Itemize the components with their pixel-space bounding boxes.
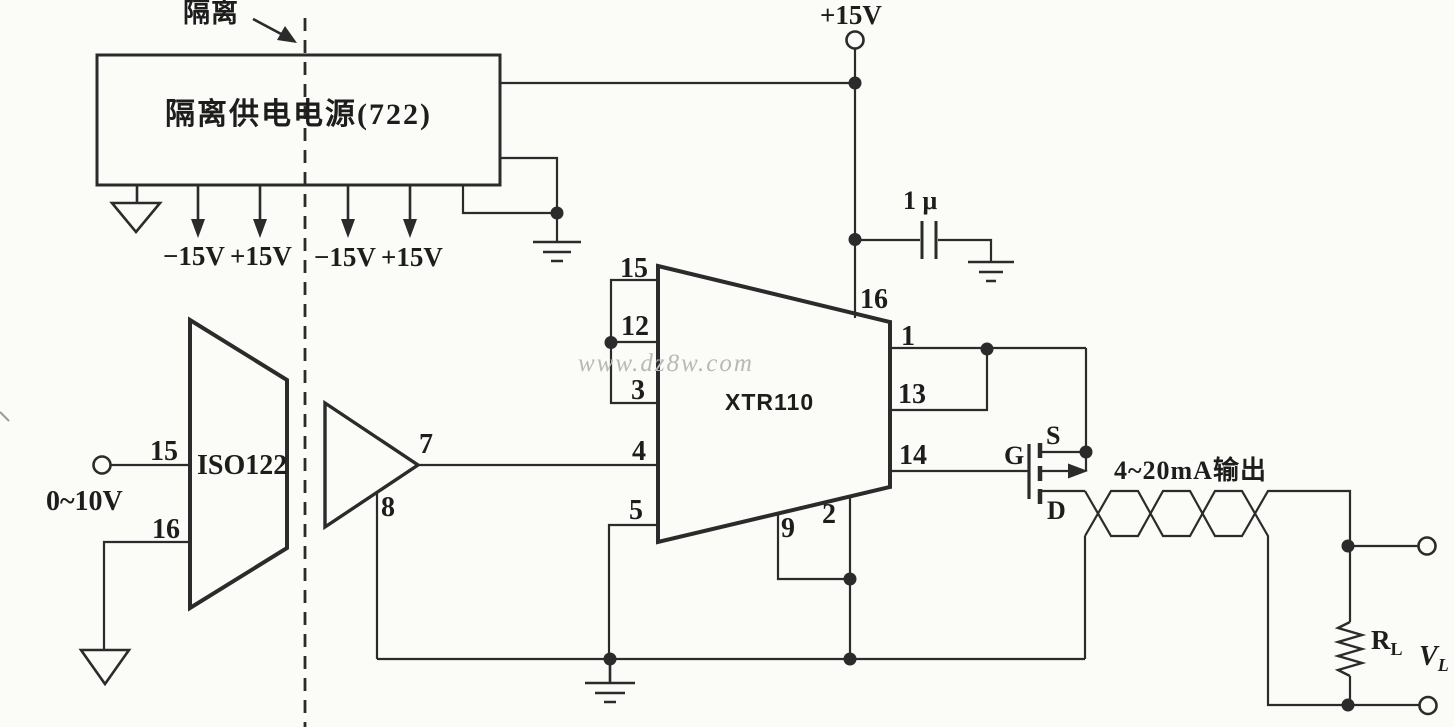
xtr110-pin15-label: 15 [620, 253, 648, 284]
wire-psu-gnd [461, 156, 559, 242]
xtr110-pin16-label: 16 [860, 284, 888, 315]
terminal-vcc [845, 30, 865, 50]
psu-output-label-2: +15V [230, 241, 292, 271]
watermark-text: www.dz8w.com [578, 350, 754, 377]
xtr110-pin14-label: 14 [899, 440, 927, 471]
xtr110-pin13-label: 13 [898, 379, 926, 410]
stray-mark [0, 411, 10, 422]
ground-triangle-input [78, 648, 132, 687]
isolation-arrowhead [277, 26, 297, 43]
iso122-name: ISO122 [197, 450, 288, 481]
vcc-label: +15V [820, 0, 882, 30]
power-supply-label: 隔离供电电源(722) [165, 98, 432, 131]
junction-dot-pin2-rail [843, 652, 857, 666]
ground-icon-psu [533, 240, 581, 263]
xtr110-pin3-label: 3 [631, 375, 645, 406]
mosfet-body-arrowhead [1068, 463, 1088, 479]
power-supply-box [95, 53, 502, 187]
xtr110-pin4-label: 4 [632, 436, 646, 467]
load-voltage-subscript: L [1437, 655, 1449, 675]
capacitor-value: 1 μ [903, 186, 938, 215]
psu-output-label-3: −15V [314, 242, 376, 272]
wire-xtr-pin13 [890, 349, 989, 412]
mosfet-gate-label: G [1004, 441, 1025, 470]
mosfet-source-label: S [1046, 421, 1061, 450]
junction-dot-vcc [848, 76, 862, 90]
junction-dot-load-bottom [1341, 698, 1355, 712]
isolation-arrow-line [252, 17, 284, 37]
buffer-pin8-label: 8 [381, 492, 395, 523]
terminal-input [92, 455, 112, 475]
xtr110-pin1-label: 1 [901, 321, 915, 352]
junction-dot-psu-gnd [550, 206, 564, 220]
xtr110-pin2-label: 2 [822, 499, 836, 530]
psu-output-label-1: −15V [163, 241, 225, 271]
input-range-label: 0~10V [46, 486, 123, 517]
mosfet-drain-label: D [1047, 496, 1066, 525]
xtr110-pin9-label: 9 [781, 513, 795, 544]
load-resistor-symbol: R [1371, 625, 1391, 655]
psu-output-arrowhead-4 [403, 219, 417, 238]
load-resistor-label: RL [1371, 625, 1403, 659]
load-resistor [1333, 620, 1367, 678]
iso122-symbol [188, 316, 289, 612]
wire-xtr-pin5 [607, 523, 658, 659]
psu-output-arrowhead-3 [341, 219, 355, 238]
output-current-label: 4~20mA输出 [1114, 456, 1267, 485]
psu-output-arrow-stems [196, 185, 412, 221]
load-voltage-label: VL [1419, 641, 1449, 675]
twisted-pair-conductor-a [1084, 489, 1352, 546]
psu-output-label-4: +15V [381, 242, 443, 272]
junction-dot-pin9-pin2 [843, 572, 857, 586]
junction-dot-pins-15-12-3 [604, 336, 618, 349]
psu-output-arrowhead-1 [191, 219, 205, 238]
load-resistor-subscript: L [1390, 639, 1403, 659]
junction-dot-cap [848, 233, 862, 246]
wire-xtr-pin9 [776, 513, 850, 581]
ground-icon-cap [968, 260, 1014, 283]
terminal-output-bottom [1418, 695, 1438, 716]
wire-iso-gnd [102, 540, 190, 650]
ground-triangle-psu [109, 185, 163, 235]
iso122-pin16-label: 16 [152, 514, 180, 545]
psu-output-arrowhead-2 [253, 219, 267, 238]
isolation-label: 隔离 [183, 0, 239, 28]
wire-cap-right [938, 238, 993, 262]
load-voltage-symbol: V [1419, 641, 1438, 672]
xtr110-pin5-label: 5 [629, 495, 643, 526]
junction-dot-pin1-pin13 [980, 342, 994, 356]
buffer-amp-symbol [323, 399, 422, 531]
xtr110-pin12-label: 12 [621, 311, 649, 342]
ground-icon-rail [585, 659, 635, 704]
xtr110-name: XTR110 [725, 389, 815, 415]
junction-dot-source [1079, 445, 1093, 459]
terminal-output-top [1417, 536, 1437, 556]
iso122-pin15-label: 15 [150, 436, 178, 467]
capacitor-plates [920, 221, 938, 259]
junction-dot-rail-gnd [603, 652, 617, 666]
junction-dot-load-top [1341, 539, 1355, 553]
xtr110-symbol [656, 263, 892, 545]
twisted-pair-conductor-b [1084, 489, 1348, 707]
buffer-pin7-label: 7 [419, 429, 433, 460]
